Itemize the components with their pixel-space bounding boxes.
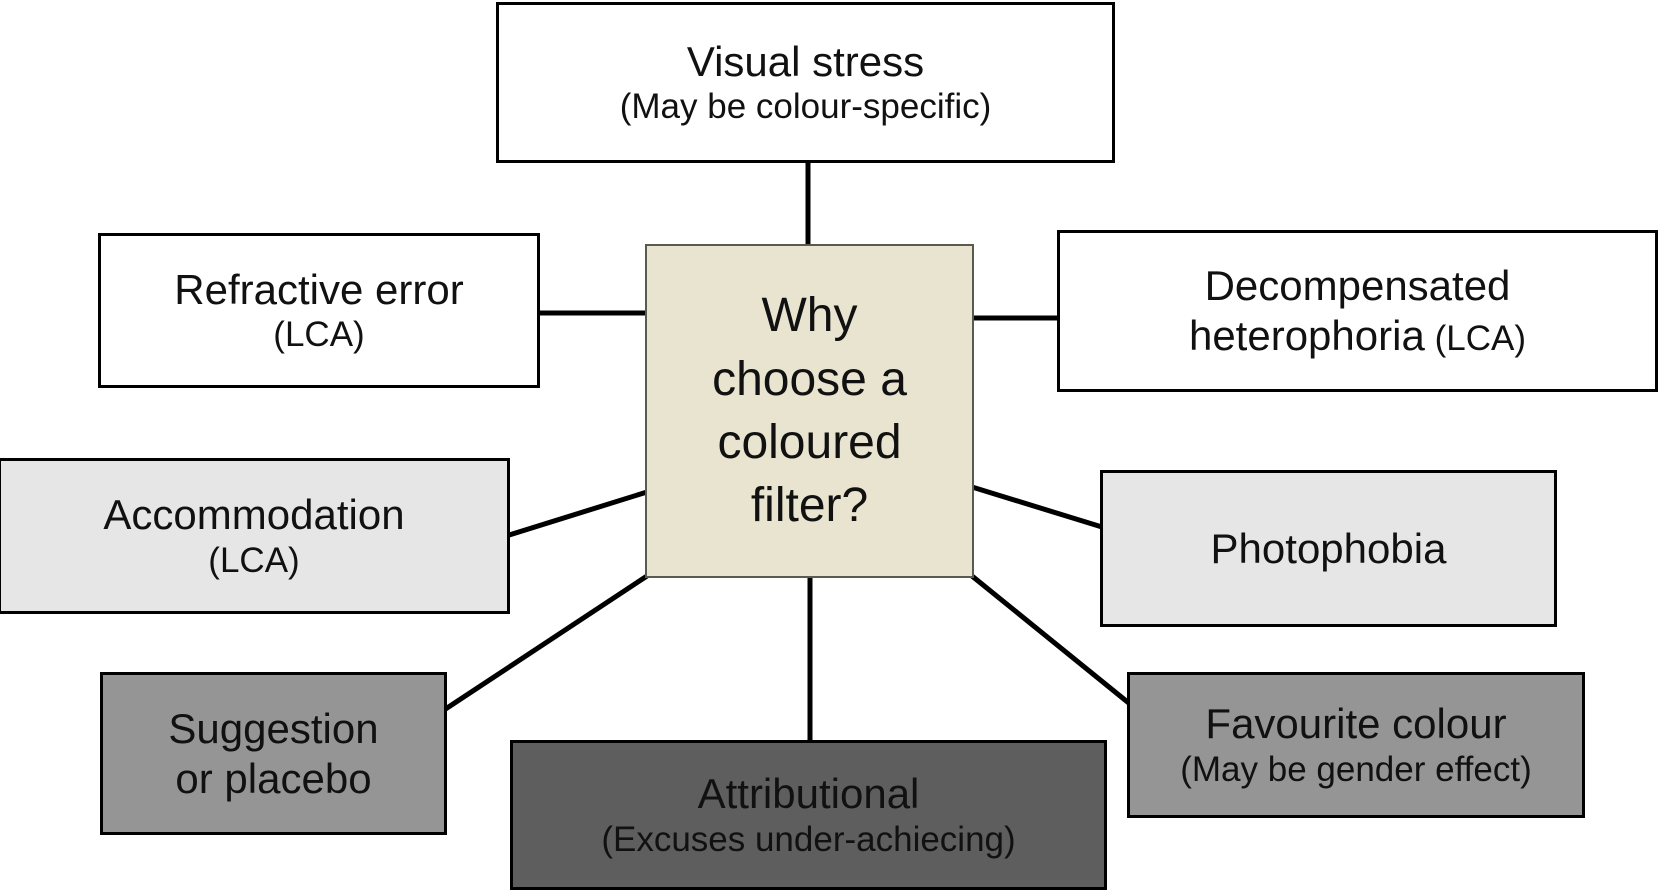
node-title-word: heterophoria — [1188, 312, 1425, 359]
node-title-line2: or placebo — [175, 754, 372, 802]
node-title: Suggestion — [168, 704, 379, 752]
node-title-line2: heterophoria(LCA) — [1189, 311, 1526, 361]
connector-favourite-colour — [970, 574, 1132, 706]
node-favourite-colour: Favourite colour (May be gender effect) — [1127, 672, 1585, 818]
node-visual-stress: Visual stress (May be colour-specific) — [496, 2, 1115, 163]
node-subtitle: (May be gender effect) — [1180, 749, 1532, 789]
node-subtitle: (LCA) — [208, 540, 300, 580]
node-title: Visual stress — [686, 37, 925, 85]
connector-photophobia — [971, 484, 1103, 530]
node-title: Refractive error — [174, 265, 464, 313]
connector-accommodation — [505, 489, 648, 539]
node-title: Accommodation — [103, 491, 405, 539]
center-question-line: Why — [761, 289, 858, 343]
node-attributional: Attributional (Excuses under-achiecing) — [510, 740, 1107, 890]
node-photophobia: Photophobia — [1100, 470, 1557, 627]
node-subtitle: (Excuses under-achiecing) — [601, 819, 1016, 859]
node-decompensated-heterophoria: Decompensated heterophoria(LCA) — [1057, 230, 1658, 392]
node-title: Favourite colour — [1205, 700, 1507, 748]
node-refractive-error: Refractive error (LCA) — [98, 233, 540, 388]
node-title: Attributional — [697, 770, 920, 818]
center-question-line: filter? — [750, 479, 869, 533]
node-subtitle: (May be colour-specific) — [619, 87, 992, 127]
node-accommodation: Accommodation (LCA) — [0, 458, 510, 614]
node-title: Photophobia — [1210, 524, 1447, 572]
center-question-line: coloured — [717, 416, 902, 469]
center-question-line: choose a — [712, 352, 907, 406]
node-subtitle-inline: (LCA) — [1434, 319, 1527, 358]
connector-suggestion — [442, 573, 649, 713]
node-title: Decompensated — [1204, 262, 1511, 310]
node-suggestion-placebo: Suggestion or placebo — [100, 672, 447, 835]
node-subtitle: (LCA) — [273, 315, 365, 355]
node-center-question: Why choose a coloured filter? — [645, 244, 974, 578]
